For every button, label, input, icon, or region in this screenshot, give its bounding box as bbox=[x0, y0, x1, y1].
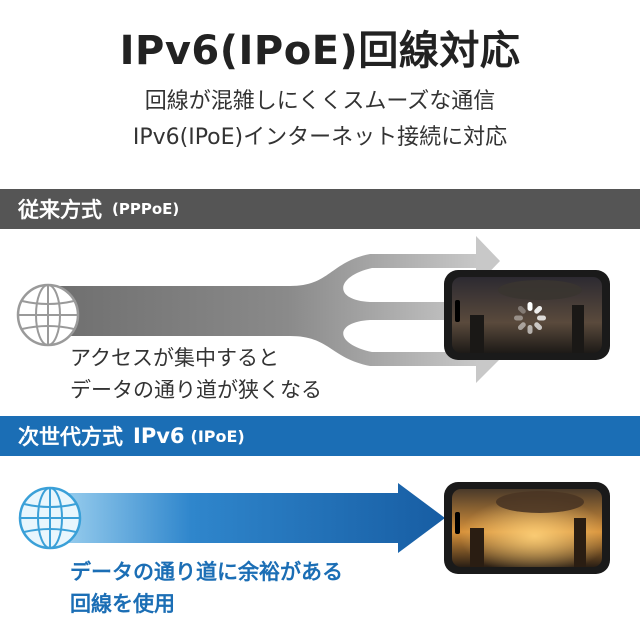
subtitle-line-2: IPv6(IPoE)インターネット接続に対応 bbox=[132, 125, 508, 150]
smartphone-icon bbox=[444, 270, 610, 360]
next-protocol: IPv6 bbox=[133, 424, 185, 448]
next-caption-line-2: 回線を使用 bbox=[70, 592, 175, 616]
legacy-caption-line-1: アクセスが集中すると bbox=[70, 346, 279, 370]
globe-icon bbox=[18, 486, 82, 550]
next-flow-arrow bbox=[55, 483, 445, 553]
next-arrow-body bbox=[55, 483, 445, 553]
smartphone-icon bbox=[444, 482, 610, 574]
globe-icon bbox=[16, 283, 80, 347]
next-caption: データの通り道に余裕がある 回線を使用 bbox=[70, 556, 343, 620]
subtitle-line-1: 回線が混雑しにくくスムーズな通信 bbox=[144, 89, 496, 114]
legacy-caption-line-2: データの通り道が狭くなる bbox=[70, 378, 322, 402]
legacy-band: 従来方式 (PPPoE) bbox=[0, 189, 640, 229]
legacy-protocol: (PPPoE) bbox=[112, 200, 180, 218]
next-protocol-paren: (IPoE) bbox=[190, 426, 245, 446]
loading-spinner-icon bbox=[514, 302, 546, 334]
next-label: 次世代方式 bbox=[18, 425, 123, 449]
page-title: IPv6(IPoE)回線対応 bbox=[119, 28, 521, 74]
legacy-trunk bbox=[55, 254, 478, 366]
subtitle: 回線が混雑しにくくスムーズな通信 IPv6(IPoE)インターネット接続に対応 bbox=[0, 84, 640, 156]
next-caption-line-1: データの通り道に余裕がある bbox=[70, 560, 343, 584]
next-band: 次世代方式 IPv6 (IPoE) bbox=[0, 416, 640, 456]
legacy-label: 従来方式 bbox=[18, 198, 102, 222]
legacy-caption: アクセスが集中すると データの通り道が狭くなる bbox=[70, 342, 322, 406]
